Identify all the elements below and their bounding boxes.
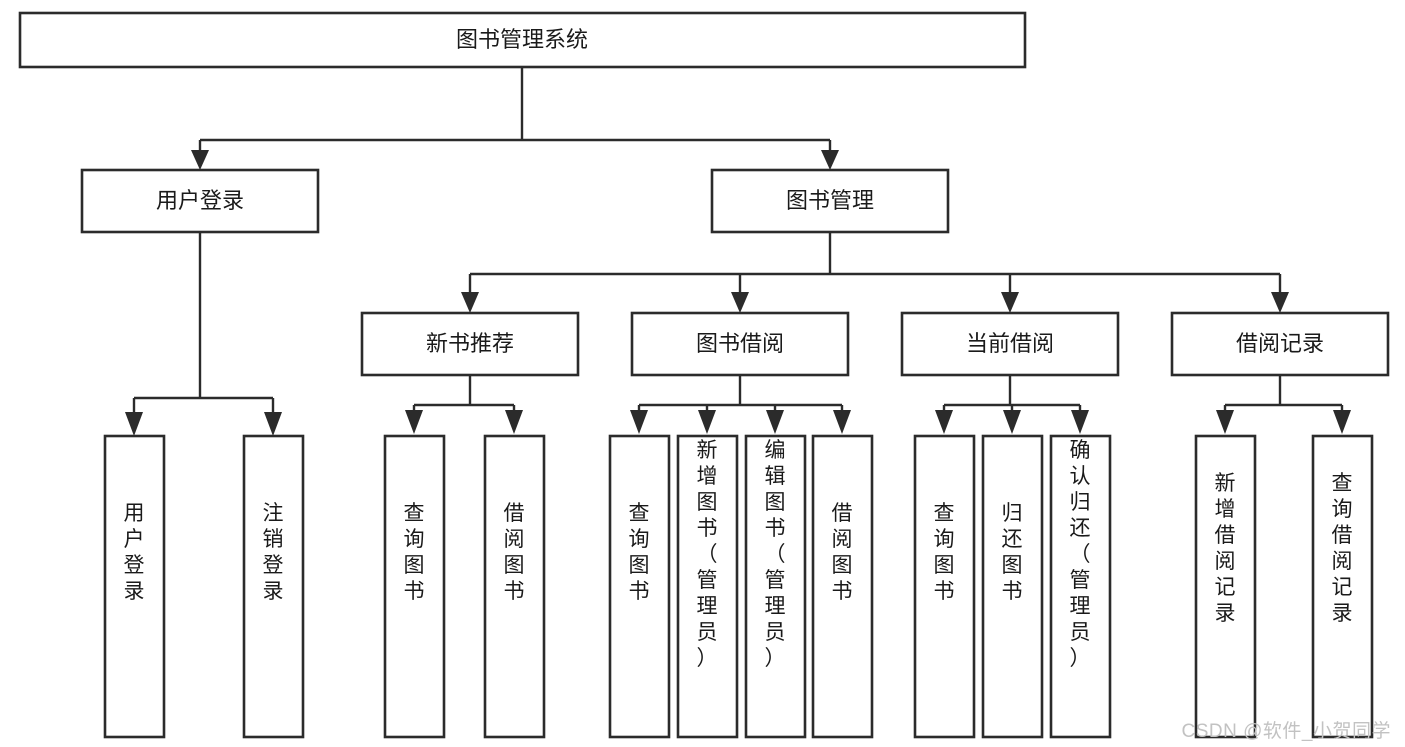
arrow-currentborrow-leaf-2	[1003, 410, 1021, 434]
leaf-book-borrow-3-label: 编辑图书（管理员）	[765, 439, 786, 670]
leaf-current-borrow-2-label: 归还图书	[1002, 502, 1023, 603]
leaf-borrow-record-1-label: 新增借阅记录	[1215, 472, 1236, 625]
leaf-borrow-record-1[interactable]: 新增借阅记录	[1194, 434, 1257, 739]
leaf-book-borrow-2-label: 新增图书（管理员）	[697, 439, 718, 670]
node-book-borrow[interactable]: 图书借阅	[630, 311, 850, 377]
node-current-borrow-box[interactable]	[900, 311, 1120, 377]
leaf-borrow-record-2-box[interactable]	[1311, 434, 1374, 739]
arrow-userlogin-leaf-2	[264, 412, 282, 436]
node-book-management-label: 图书管理	[786, 188, 874, 213]
node-current-borrow-label: 当前借阅	[966, 331, 1054, 356]
node-book-management-box[interactable]	[710, 168, 950, 234]
arrow-bookborrow-leaf-1	[630, 410, 648, 434]
arrow-bookmgmt-to-new-book	[461, 292, 479, 313]
arrow-borrowrecord-leaf-1	[1216, 410, 1234, 434]
leaf-book-borrow-2-box[interactable]	[676, 434, 739, 739]
leaf-new-book-1-label: 查询图书	[404, 502, 425, 603]
leaf-current-borrow-2[interactable]: 归还图书	[981, 434, 1044, 739]
leaf-book-borrow-4[interactable]: 借阅图书	[811, 434, 874, 739]
leaf-user-login-1-label: 用户登录	[124, 502, 145, 603]
node-borrow-record[interactable]: 借阅记录	[1170, 311, 1390, 377]
leaf-new-book-1-box[interactable]	[383, 434, 446, 739]
arrow-currentborrow-leaf-1	[935, 410, 953, 434]
arrow-userlogin-leaf-1	[125, 412, 143, 436]
leaf-current-borrow-1-box[interactable]	[913, 434, 976, 739]
connector-layer	[125, 67, 1351, 436]
leaf-current-borrow-3[interactable]: 确认归还（管理员）	[1049, 434, 1112, 739]
leaf-user-login-2-label: 注销登录	[263, 502, 284, 603]
node-book-borrow-label: 图书借阅	[696, 331, 784, 356]
arrow-bookmgmt-to-current-borrow	[1001, 292, 1019, 313]
node-current-borrow[interactable]: 当前借阅	[900, 311, 1120, 377]
node-root[interactable]: 图书管理系统	[18, 11, 1027, 69]
leaf-borrow-record-2[interactable]: 查询借阅记录	[1311, 434, 1374, 739]
node-user-login-box[interactable]	[80, 168, 320, 234]
leaf-user-login-2-box[interactable]	[242, 434, 305, 739]
node-root-box[interactable]	[18, 11, 1027, 69]
leaf-book-borrow-1-label: 查询图书	[629, 502, 650, 603]
leaf-current-borrow-2-box[interactable]	[981, 434, 1044, 739]
node-book-borrow-box[interactable]	[630, 311, 850, 377]
node-user-login[interactable]: 用户登录	[80, 168, 320, 234]
leaf-user-login-1-box[interactable]	[103, 434, 166, 739]
leaf-book-borrow-4-label: 借阅图书	[832, 502, 853, 603]
leaf-current-borrow-1-label: 查询图书	[934, 502, 955, 603]
arrow-currentborrow-leaf-3	[1071, 410, 1089, 434]
leaf-new-book-2-box[interactable]	[483, 434, 546, 739]
node-new-book-recommend-box[interactable]	[360, 311, 580, 377]
node-new-book-recommend[interactable]: 新书推荐	[360, 311, 580, 377]
leaf-user-login-2[interactable]: 注销登录	[242, 434, 305, 739]
node-borrow-record-label: 借阅记录	[1236, 331, 1324, 356]
arrow-root-to-bookmgmt	[821, 150, 839, 170]
leaf-book-borrow-2[interactable]: 新增图书（管理员）	[676, 434, 739, 739]
leaf-book-borrow-1-box[interactable]	[608, 434, 671, 739]
arrow-root-to-userlogin	[191, 150, 209, 170]
leaf-book-borrow-4-box[interactable]	[811, 434, 874, 739]
node-borrow-record-box[interactable]	[1170, 311, 1390, 377]
leaf-borrow-record-1-box[interactable]	[1194, 434, 1257, 739]
leaf-current-borrow-3-box[interactable]	[1049, 434, 1112, 739]
leaf-new-book-2[interactable]: 借阅图书	[483, 434, 546, 739]
arrow-bookmgmt-to-borrow-record	[1271, 292, 1289, 313]
node-new-book-recommend-label: 新书推荐	[426, 331, 514, 356]
leaf-book-borrow-3[interactable]: 编辑图书（管理员）	[744, 434, 807, 739]
leaf-borrow-record-2-label: 查询借阅记录	[1332, 472, 1353, 625]
arrow-bookborrow-leaf-3	[766, 410, 784, 434]
watermark: CSDN @软件_小贺同学	[1181, 721, 1391, 742]
arrow-bookborrow-leaf-4	[833, 410, 851, 434]
arrow-newbook-leaf-1	[405, 410, 423, 434]
arrow-bookmgmt-to-book-borrow	[731, 292, 749, 313]
arrow-bookborrow-leaf-2	[698, 410, 716, 434]
leaf-user-login-1[interactable]: 用户登录	[103, 434, 166, 739]
leaf-new-book-1[interactable]: 查询图书	[383, 434, 446, 739]
arrow-borrowrecord-leaf-2	[1333, 410, 1351, 434]
node-book-management[interactable]: 图书管理	[710, 168, 950, 234]
leaf-current-borrow-1[interactable]: 查询图书	[913, 434, 976, 739]
leaf-current-borrow-3-label: 确认归还（管理员）	[1070, 439, 1091, 670]
leaf-book-borrow-3-box[interactable]	[744, 434, 807, 739]
node-user-login-label: 用户登录	[156, 188, 244, 213]
leaf-book-borrow-1[interactable]: 查询图书	[608, 434, 671, 739]
leaf-new-book-2-label: 借阅图书	[504, 502, 525, 603]
node-root-label: 图书管理系统	[456, 27, 588, 52]
arrow-newbook-leaf-2	[505, 410, 523, 434]
